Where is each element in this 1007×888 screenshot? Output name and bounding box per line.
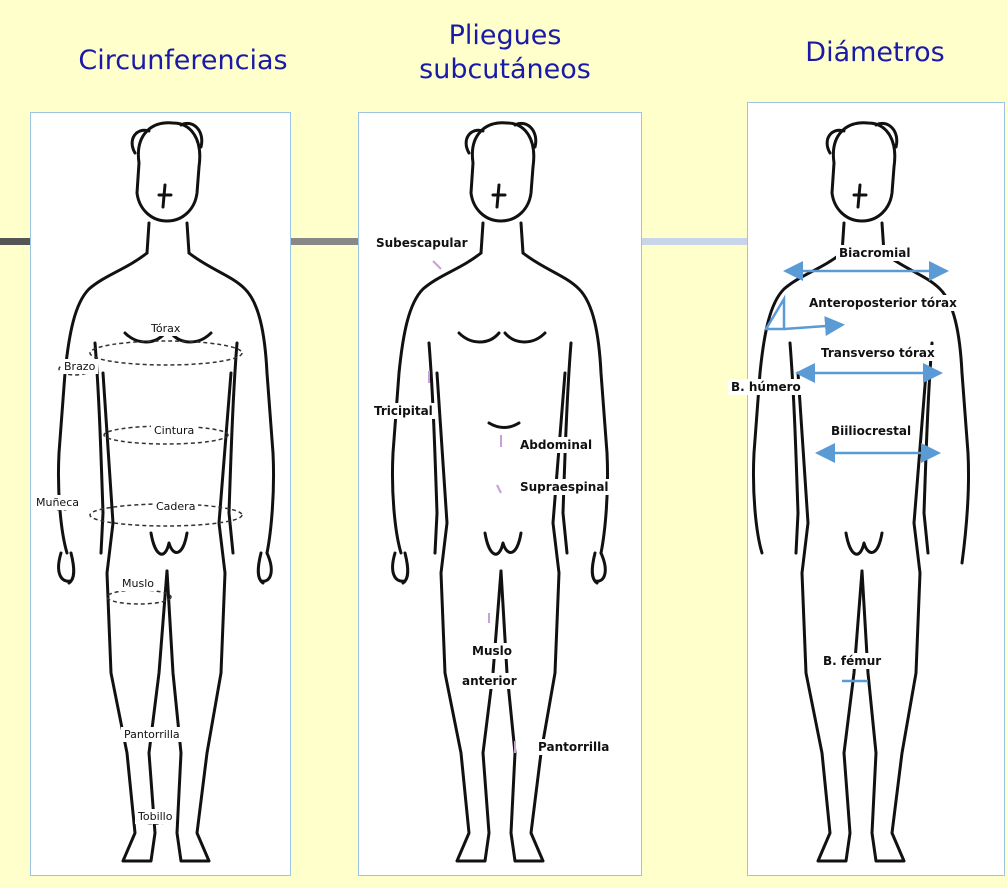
panel-circunferencias: Tórax Brazo Cintura Muñeca Cadera Muslo … — [30, 112, 291, 876]
label-subescapular: Subescapular — [373, 235, 471, 251]
title-pliegues-line2: subcutáneos — [380, 53, 630, 87]
label-pantorrilla-pliegue: Pantorrilla — [535, 739, 612, 755]
label-brazo: Brazo — [61, 359, 98, 374]
body-figure-diametros — [748, 103, 1006, 877]
title-circunferencias: Circunferencias — [58, 44, 308, 78]
body-figure-pliegues — [359, 113, 643, 877]
label-torax: Tórax — [148, 321, 183, 336]
label-abdominal: Abdominal — [517, 437, 595, 453]
label-tobillo: Tobillo — [135, 809, 175, 824]
label-supraespinal: Supraespinal — [517, 479, 612, 495]
label-femur: B. fémur — [820, 653, 884, 669]
label-tricipital: Tricipital — [371, 403, 436, 419]
label-muslo-line1: Muslo — [469, 643, 515, 659]
label-humero: B. húmero — [728, 379, 804, 395]
title-pliegues: Pliegues subcutáneos — [380, 19, 630, 87]
title-pliegues-line1: Pliegues — [380, 19, 630, 53]
label-transverso: Transverso tórax — [818, 345, 938, 361]
label-muslo-line2: anterior — [459, 673, 520, 689]
label-pantorrilla: Pantorrilla — [121, 727, 183, 742]
label-cintura: Cintura — [151, 423, 197, 438]
divider-right — [640, 238, 750, 245]
label-muneca: Muñeca — [33, 495, 82, 510]
label-biiliocrestal: Biiliocrestal — [828, 423, 914, 439]
label-muslo: Muslo — [119, 576, 157, 591]
label-anteroposterior: Anteroposterior tórax — [806, 295, 960, 311]
title-diametros: Diámetros — [755, 36, 995, 70]
label-biacromial: Biacromial — [836, 245, 913, 261]
label-cadera: Cadera — [153, 499, 198, 514]
panel-pliegues: Subescapular Tricipital Abdominal Suprae… — [358, 112, 642, 876]
panel-diametros: Biacromial Anteroposterior tórax Transve… — [747, 102, 1005, 876]
